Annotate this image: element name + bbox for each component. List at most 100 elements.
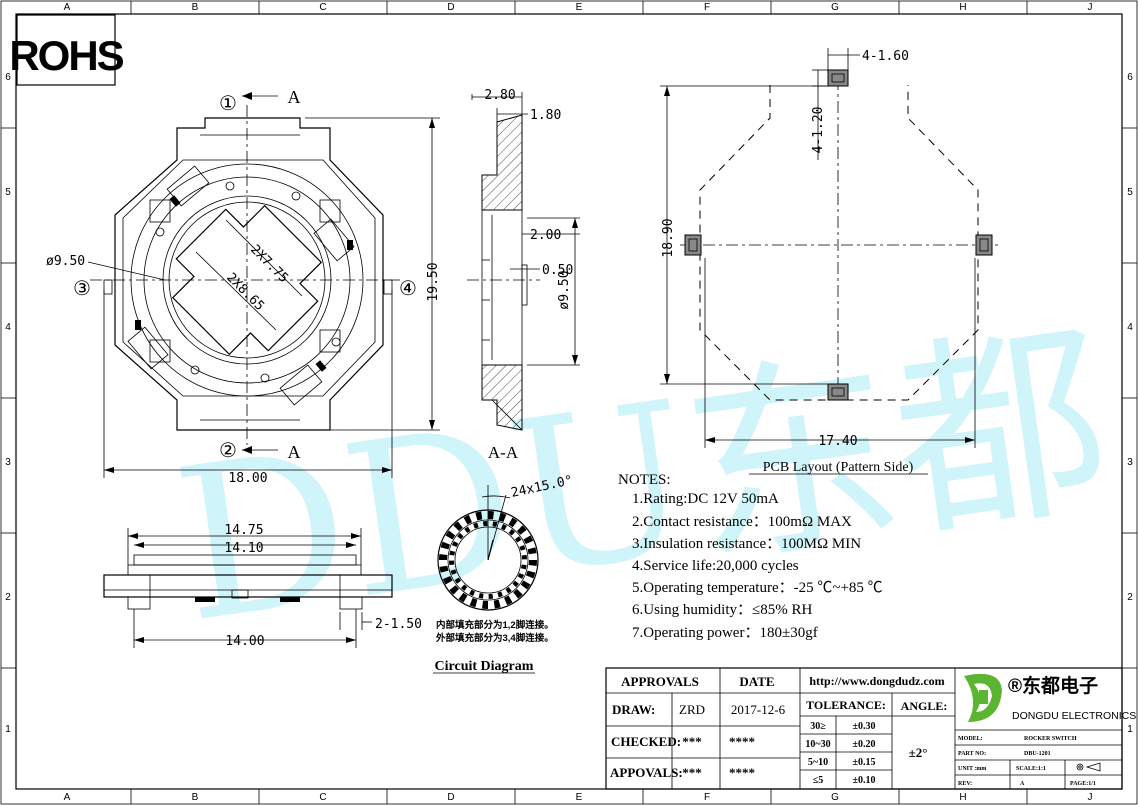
tb-scale-label: SCALE:1:1: [1016, 766, 1046, 772]
outer-contact-segment: [458, 592, 468, 603]
outer-contact-segment: [526, 570, 536, 579]
dim-diameter: ø9.50: [46, 254, 85, 269]
circuit-note-outer: 外部填充部分为3,4脚连接。: [435, 632, 554, 644]
outer-contact-segment: [463, 514, 472, 525]
outer-contact-segment: [508, 517, 518, 528]
dim-pin: 2-1.50: [375, 617, 422, 632]
outer-contact-segment: [442, 576, 453, 585]
zone-column-label: F: [704, 792, 710, 803]
outer-contact-segment: [439, 565, 449, 573]
tb-appovals-date: ****: [729, 765, 755, 780]
inner-contact-segment: [457, 532, 464, 540]
outer-contact-segment: [527, 547, 537, 555]
tb-unit-label: UNIT :mm: [958, 766, 986, 772]
tb-tolerance: TOLERANCE:: [806, 698, 886, 712]
section-mark-3: ③: [73, 278, 91, 300]
section-mark-4: ④: [399, 278, 417, 300]
inner-contact-segment: [517, 573, 525, 579]
note-5: 5.Operating temperature：-25 ℃~+85 ℃: [632, 580, 883, 596]
section-letter-bottom: A: [288, 442, 301, 462]
zone-column-label: D: [447, 792, 454, 803]
zone-column-label: J: [1088, 792, 1093, 803]
zone-row-label: 1: [1127, 724, 1133, 735]
tb-tol-range: ≤5: [813, 775, 824, 786]
inner-contact-segment: [482, 521, 488, 527]
inner-contact-segment: [514, 536, 522, 543]
tb-tol-range: 30≥: [810, 721, 826, 732]
pcb-layout: 4-1.60 4-1.20 18.90 17.40 PCB Layout (Pa…: [660, 48, 1000, 475]
tb-draw-date: 2017-12-6: [731, 702, 786, 717]
zone-column-label: B: [192, 792, 199, 803]
inner-contact-segment: [512, 580, 519, 588]
dim-width: 18.00: [228, 471, 267, 486]
dim-950: ø9.50: [557, 270, 572, 309]
tb-tol-value: ±0.15: [853, 757, 876, 768]
dim-050: 0.50: [542, 263, 573, 278]
tb-company-cn: ®东都电子: [1008, 674, 1098, 697]
inner-contact-segment: [449, 560, 455, 566]
tb-checked-name: ***: [682, 734, 702, 749]
zone-column-label: A: [64, 792, 71, 803]
zone-column-label: H: [959, 792, 966, 803]
dim-pad-w: 4-1.60: [862, 49, 909, 64]
outer-contact-segment: [493, 599, 501, 609]
tb-approvals: APPROVALS: [621, 674, 699, 689]
tb-rev-value: A: [1020, 781, 1025, 787]
outer-contact-segment: [528, 560, 537, 566]
outer-contact-segment: [488, 511, 494, 520]
dim-top-width: 14.75: [224, 523, 263, 538]
dim-height: 19.50: [426, 262, 441, 301]
section-label: A-A: [488, 443, 519, 462]
outer-contact-segment: [504, 595, 513, 606]
zone-column-label: G: [831, 792, 839, 803]
dim-pcb-width: 17.40: [818, 434, 857, 449]
inner-contact-segment: [521, 554, 527, 560]
inner-contact-segment: [478, 592, 484, 599]
zone-row-label: 3: [5, 457, 11, 468]
tb-rev-label: REV:: [958, 781, 972, 787]
inner-contact-segment: [492, 521, 498, 528]
zone-column-label: E: [576, 2, 583, 13]
outer-contact-segment: [445, 530, 456, 540]
zone-row-label: 6: [1127, 72, 1133, 83]
tb-page-label: PAGE:1/1: [1070, 781, 1096, 787]
tb-checked-date: ****: [729, 734, 755, 749]
circuit-title: Circuit Diagram: [435, 659, 534, 674]
note-7: 7.Operating power：180±30gf: [632, 625, 818, 641]
circuit-contacts: [439, 511, 537, 609]
outer-contact-segment: [475, 511, 483, 521]
outer-contact-segment: [439, 554, 448, 560]
tb-tol-range: 5~10: [808, 757, 828, 768]
dim-pcb-height: 18.90: [661, 218, 676, 257]
tb-draw-name: ZRD: [679, 702, 705, 717]
tb-appovals-label: APPOVALS:: [610, 765, 683, 780]
section-mark-1: ①: [219, 93, 237, 115]
outer-contact-segment: [520, 580, 531, 590]
zone-column-label: J: [1088, 2, 1093, 13]
zone-row-label: 6: [5, 72, 11, 83]
note-3: 3.Insulation resistance：100MΩ MIN: [632, 536, 861, 552]
notes-heading: NOTES:: [618, 472, 671, 488]
zone-column-label: C: [319, 2, 326, 13]
side-view: 14.75 14.10 14.00 2-1.50: [103, 523, 422, 649]
tb-checked-label: CHECKED:: [611, 734, 681, 749]
tb-model-label: MODEL:: [958, 736, 983, 742]
zone-column-label: G: [831, 2, 839, 13]
zone-column-label: F: [704, 2, 710, 13]
inner-contact-segment: [508, 529, 516, 536]
zone-row-label: 5: [1127, 187, 1133, 198]
tb-part-value: DBU-1201: [1024, 751, 1051, 757]
circuit-note-inner: 内部填充部分为1,2脚连接。: [436, 619, 554, 631]
outer-contact-segment: [523, 535, 534, 544]
inner-contact-segment: [473, 522, 479, 529]
inner-contact-segment: [469, 589, 475, 597]
tb-part-label: PART NO:: [958, 751, 986, 757]
dim-200: 2.00: [530, 228, 561, 243]
outer-contact-segment: [453, 521, 463, 532]
circuit-diagram: 24x15.0° 内部填充部分为1,2脚连接。 外部填充部分为3,4脚连接。 C…: [433, 473, 574, 674]
dim-180: 1.80: [530, 108, 561, 123]
tb-angle: ANGLE:: [901, 699, 948, 713]
zone-row-label: 2: [5, 592, 11, 603]
note-6: 6.Using humidity：≤85% RH: [632, 602, 812, 618]
